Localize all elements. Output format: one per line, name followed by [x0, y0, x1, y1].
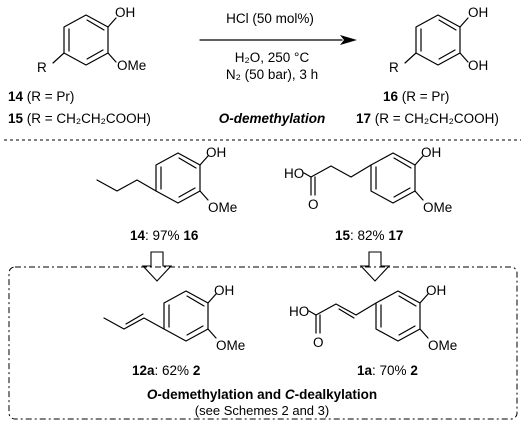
product-16: 16 (R = Pr) — [383, 89, 449, 104]
yield-1a: 1a: 70% 2 — [357, 363, 418, 378]
ome-label: OMe — [428, 338, 457, 353]
reaction-arrow-head — [340, 35, 357, 45]
dealkylation-frame — [8, 266, 518, 420]
ho-label: HO — [289, 304, 309, 319]
guaiacol-starting-structure — [52, 14, 117, 66]
ome-label: OMe — [423, 200, 452, 215]
product-17: 17 (R = CH₂CH₂COOH) — [356, 111, 499, 126]
process-label: O-demethylation — [219, 111, 326, 126]
carbonyl-o-label: O — [313, 335, 324, 350]
oh-label: OH — [426, 283, 446, 298]
reagent-line-1: HCl (50 mol%) — [226, 11, 314, 26]
starting-material-14: 14 (R = Pr) — [8, 89, 74, 104]
yield-12a: 12a: 62% 2 — [132, 363, 200, 378]
catechol-product-structure — [404, 14, 469, 66]
oh-label: OH — [206, 145, 226, 160]
isoeugenol-structure — [103, 290, 217, 342]
reagent-line-3: N₂ (50 bar), 3 h — [226, 67, 318, 82]
starting-material-15: 15 (R = CH₂CH₂COOH) — [8, 111, 151, 126]
ome-label: OMe — [208, 200, 237, 215]
reagent-line-2: H₂O, 250 °C — [235, 50, 310, 65]
combined-process-label: O-demethylation and C-dealkylation — [147, 387, 377, 402]
yield-14: 14: 97% 16 — [130, 228, 199, 243]
ome-label: OMe — [117, 58, 146, 73]
dihydroferulic-acid-structure — [303, 152, 424, 204]
oh-label: OH — [468, 58, 488, 73]
oh-label: OH — [468, 5, 488, 20]
oh-label: OH — [214, 283, 234, 298]
carbonyl-o-label: O — [308, 197, 319, 212]
scheme-note: (see Schemes 2 and 3) — [195, 403, 329, 418]
ho-label: HO — [284, 166, 304, 181]
r-label: R — [389, 60, 399, 75]
r-label: R — [37, 60, 47, 75]
propylguaiacol-structure — [96, 152, 209, 204]
ome-label: OMe — [216, 338, 245, 353]
ferulic-acid-structure — [308, 290, 429, 342]
oh-label: OH — [115, 5, 135, 20]
yield-15: 15: 82% 17 — [335, 228, 403, 243]
oh-label: OH — [421, 145, 441, 160]
